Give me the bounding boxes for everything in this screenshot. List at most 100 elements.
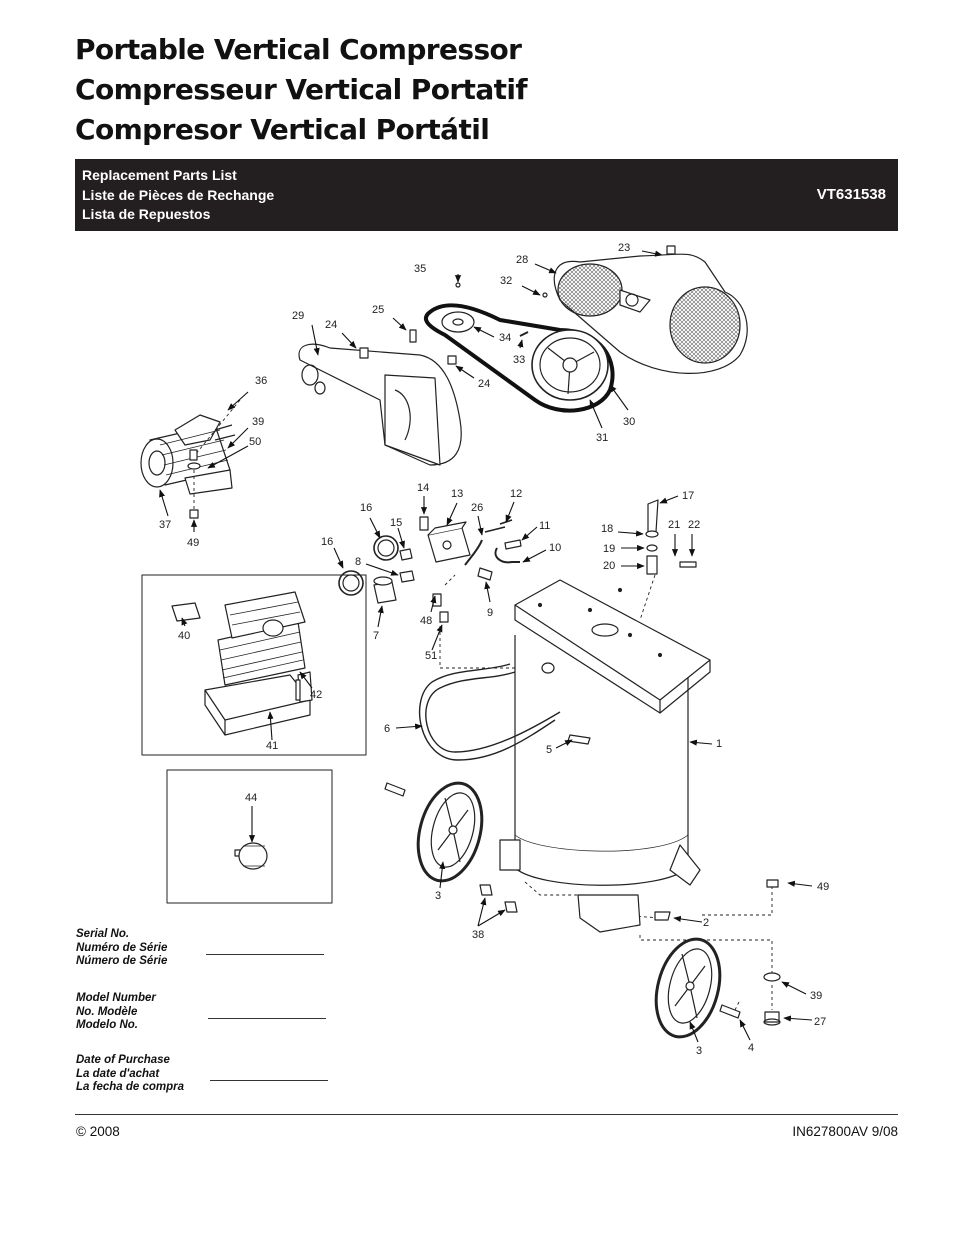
model-label-english: Model Number: [76, 992, 156, 1004]
part-label-4: 4: [748, 1042, 755, 1054]
part-label-13: 13: [451, 488, 464, 500]
serial-blank-line[interactable]: [206, 954, 324, 955]
axle-bolt-upper: [384, 782, 406, 797]
filter-inset-box: [166, 769, 333, 904]
screw-39-motor: [189, 449, 198, 461]
wheel-upper: [416, 781, 484, 883]
part-label-1: 1: [716, 738, 723, 750]
model-label-french: No. Modèle: [76, 1005, 138, 1018]
part-label-26: 26: [471, 502, 484, 514]
part-label-38: 38: [472, 929, 485, 941]
filter-40: [171, 602, 201, 622]
rubber-foot-27: [763, 1011, 781, 1026]
fitting-11: [504, 539, 522, 550]
part-label-50: 50: [249, 436, 262, 448]
part-label-19: 19: [603, 543, 616, 555]
pressure-switch: [427, 521, 471, 563]
serial-label-french: Numéro de Série: [76, 941, 168, 954]
part-label-7: 7: [373, 630, 380, 642]
banner-heading: Replacement Parts List Liste de Pièces d…: [82, 166, 274, 225]
fitting-15: [399, 548, 413, 561]
key-33: [519, 331, 529, 337]
part-label-39a: 39: [252, 416, 265, 428]
document-code: IN627800AV 9/08: [792, 1124, 898, 1139]
washer-39: [763, 972, 781, 982]
part-label-31: 31: [596, 432, 609, 444]
date-blank-line[interactable]: [210, 1080, 328, 1081]
regulator: [373, 576, 397, 604]
bolt-42: [295, 679, 301, 701]
gauge-upper: [373, 535, 399, 561]
model-label-spanish: Modelo No.: [76, 1019, 138, 1031]
belt-guard-front: [298, 343, 462, 466]
part-label-16b: 16: [321, 536, 334, 548]
nut-18: [645, 530, 659, 538]
serial-number-field: Serial No. Numéro de Série Número de Sér…: [76, 928, 324, 969]
part-label-41: 41: [266, 740, 279, 752]
part-label-9: 9: [487, 607, 494, 619]
part-label-29: 29: [292, 310, 305, 322]
part-label-39b: 39: [810, 990, 823, 1002]
fitting-9: [477, 567, 493, 581]
ferrule-19: [646, 544, 658, 552]
part-label-30: 30: [623, 416, 636, 428]
gauge-lower: [338, 570, 364, 596]
part-label-3a: 3: [435, 890, 442, 902]
fitting-14: [419, 516, 429, 531]
part-label-15: 15: [390, 517, 403, 529]
pump-assembly: [204, 591, 313, 736]
part-label-11: 11: [539, 520, 551, 532]
flywheel: [531, 329, 609, 401]
part-label-35: 35: [414, 263, 427, 275]
part-label-3b: 3: [696, 1045, 703, 1057]
drain-valve-2: [654, 911, 671, 921]
washer-50: [187, 462, 201, 470]
wheel-lower: [654, 937, 722, 1039]
date-label-english: Date of Purchase: [76, 1054, 170, 1066]
banner-line-spanish: Lista de Repuestos: [82, 206, 211, 222]
nut-49-motor: [189, 509, 199, 519]
handle: [418, 663, 561, 761]
part-label-40: 40: [178, 630, 191, 642]
part-label-14: 14: [417, 482, 430, 494]
banner-line-english: Replacement Parts List: [82, 167, 237, 183]
air-filter-44: [234, 842, 268, 870]
screw-23: [666, 245, 676, 255]
electric-motor: [140, 414, 236, 495]
belt-guard-back: [553, 253, 748, 374]
part-label-32: 32: [500, 275, 513, 287]
part-label-28: 28: [516, 254, 529, 266]
purchase-date-field: Date of Purchase La date d'achat La fech…: [76, 1054, 328, 1095]
part-label-24b: 24: [478, 378, 491, 390]
title-spanish: Compresor Vertical Portátil: [75, 113, 490, 146]
parts-list-banner: Replacement Parts List Liste de Pièces d…: [75, 159, 898, 231]
model-number: VT631538: [816, 186, 886, 203]
part-label-49b: 49: [817, 881, 830, 893]
part-label-20: 20: [603, 560, 616, 572]
title-french: Compresseur Vertical Portatif: [75, 73, 528, 106]
foot-nut-38: [479, 884, 493, 896]
screw-24-upper: [359, 347, 369, 359]
screw-25: [409, 329, 417, 343]
part-label-12: 12: [510, 488, 523, 500]
title-english: Portable Vertical Compressor: [75, 33, 522, 66]
tube-26: [464, 539, 483, 566]
pulley-small: [441, 311, 475, 333]
model-blank-line[interactable]: [208, 1018, 326, 1019]
part-label-34: 34: [499, 332, 512, 344]
part-label-6: 6: [384, 723, 391, 735]
tube-10: [494, 547, 520, 564]
check-valve-20: [646, 555, 658, 575]
copyright: © 2008: [76, 1124, 120, 1139]
part-label-33: 33: [513, 354, 526, 366]
date-label-french: La date d'achat: [76, 1067, 160, 1080]
tube-17: [647, 499, 659, 533]
part-label-8: 8: [355, 556, 362, 568]
part-label-24a: 24: [325, 319, 338, 331]
air-tank: [499, 579, 711, 933]
axle-bolt-lower: [719, 1004, 741, 1019]
part-label-21: 21: [668, 519, 681, 531]
banner-line-french: Liste de Pièces de Rechange: [82, 186, 275, 203]
part-label-37: 37: [159, 519, 172, 531]
screw-24-lower: [447, 355, 457, 365]
